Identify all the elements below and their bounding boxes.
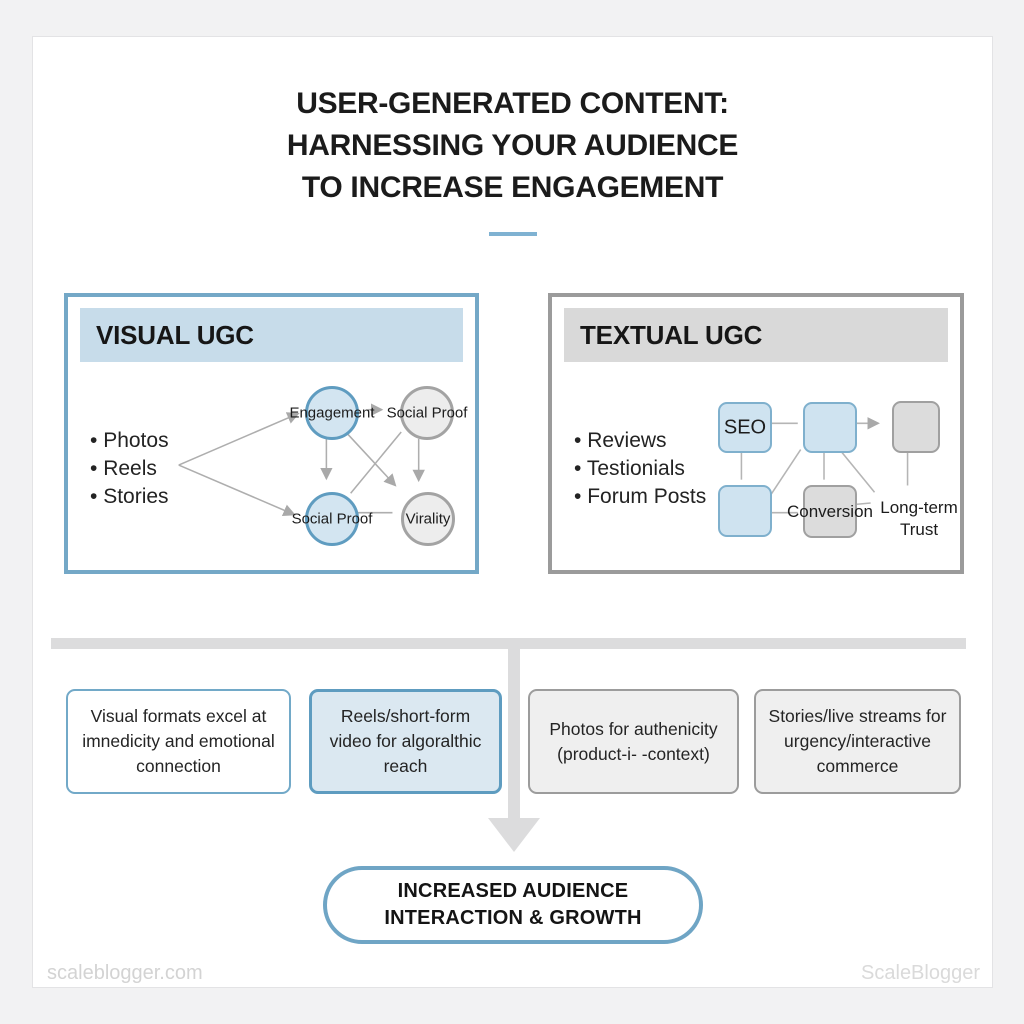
visual-ugc-panel: VISUAL UGC Photos Reels Stories — [64, 293, 479, 574]
benefit-text: Reels/short-form video for algoralthic r… — [329, 706, 482, 776]
footer-brand: ScaleBlogger — [861, 962, 980, 984]
title-divider — [488, 232, 537, 236]
list-item: Stories — [90, 483, 169, 511]
textual-flow-lines — [740, 417, 909, 514]
node-virality-label: Virality — [405, 510, 451, 528]
node-conversion: Conversion — [787, 485, 873, 538]
down-arrow-stem — [508, 638, 520, 818]
node-seo: SEO — [718, 402, 772, 453]
list-item: Testionials — [574, 455, 706, 483]
node-conversion-label: Conversion — [787, 501, 873, 521]
infographic-card: USER-GENERATED CONTENT: HARNESSING YOUR … — [32, 36, 993, 988]
node-social-proof-bottom-label: Social Proof — [291, 510, 373, 528]
outcome-pill: INCREASED AUDIENCE INTERACTION & GROWTH — [323, 866, 703, 944]
node-engagement: Engagement — [289, 386, 375, 440]
node-long-term-trust: Long-term Trust — [878, 497, 960, 541]
benefit-box-photos: Photos for authenicity (product-i- -cont… — [528, 689, 739, 794]
long-term-trust-line-2: Trust — [899, 520, 939, 539]
list-item: Reviews — [574, 427, 706, 455]
title-line-2: HARNESSING YOUR AUDIENCE — [286, 129, 739, 162]
down-arrow-icon — [488, 818, 540, 852]
node-virality: Virality — [401, 492, 455, 546]
benefit-box-stories: Stories/live streams for urgency/interac… — [754, 689, 961, 794]
benefit-text: Photos for authenicity (product-i- -cont… — [549, 718, 718, 764]
outcome-line-1: INCREASED AUDIENCE — [397, 880, 629, 902]
benefit-box-reels: Reels/short-form video for algoralthic r… — [309, 689, 502, 794]
node-gray-right — [892, 401, 940, 453]
node-social-proof-top-label: Social Proof — [386, 404, 468, 422]
title-line-1: USER-GENERATED CONTENT: — [296, 87, 729, 120]
node-social-proof-bottom: Social Proof — [292, 492, 372, 546]
textual-ugc-list: Reviews Testionials Forum Posts — [574, 427, 706, 511]
benefit-text: Stories/live streams for urgency/interac… — [768, 706, 947, 776]
benefit-box-visual-formats: Visual formats excel at imnedicity and e… — [66, 689, 291, 794]
footer-url: scaleblogger.com — [47, 962, 203, 984]
title-line-3: TO INCREASE ENGAGEMENT — [301, 171, 724, 204]
visual-flow-arrows — [178, 403, 425, 517]
benefit-text: Visual formats excel at imnedicity and e… — [82, 706, 275, 776]
list-item: Reels — [90, 455, 169, 483]
visual-ugc-header: VISUAL UGC — [80, 308, 463, 362]
node-engagement-label: Engagement — [289, 404, 375, 422]
node-blue-mid — [803, 402, 857, 453]
list-item: Forum Posts — [574, 483, 706, 511]
node-seo-label: SEO — [723, 416, 767, 438]
long-term-trust-line-1: Long-term — [880, 498, 958, 517]
textual-ugc-panel: TEXTUAL UGC Reviews Testionials Forum Po… — [548, 293, 964, 574]
outcome-line-2: INTERACTION & GROWTH — [384, 907, 642, 929]
page-title: USER-GENERATED CONTENT: HARNESSING YOUR … — [33, 83, 992, 209]
list-item: Photos — [90, 427, 168, 455]
node-blue-bottom — [718, 485, 772, 537]
node-social-proof-top: Social Proof — [387, 386, 467, 440]
visual-ugc-list: Photos Reels Stories — [90, 427, 169, 511]
textual-ugc-header: TEXTUAL UGC — [564, 308, 948, 362]
